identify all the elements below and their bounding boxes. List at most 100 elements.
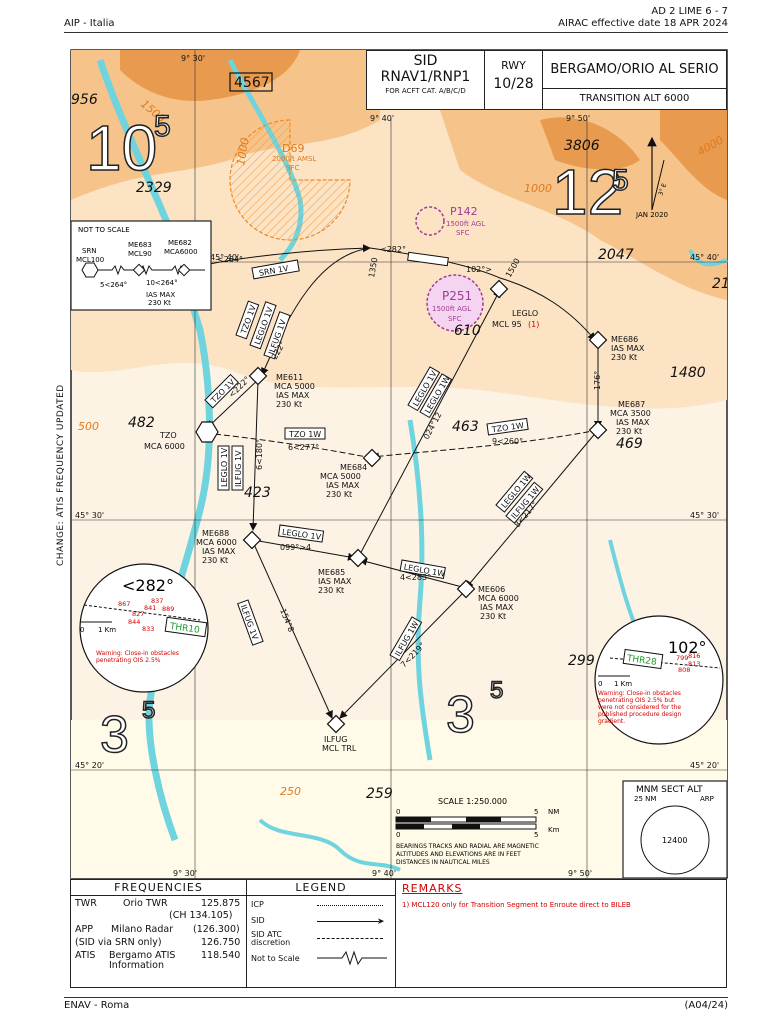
inset-right-warn4: published procedure design [598, 711, 682, 718]
scale-note3: DISTANCES IN NAUTICAL MILES [396, 859, 490, 866]
inset-left-bearing: <282° [122, 576, 174, 595]
mnm-arp: ARP [700, 795, 714, 803]
freq-ch: (CH 134.105) [169, 910, 233, 921]
title-rwy-cell: RWY 10/28 [485, 51, 543, 109]
grid-label-4530-l: 45° 30' [75, 511, 104, 520]
elev-956: 956 [71, 92, 98, 108]
label-me685: ME685 [318, 568, 345, 577]
leg-1350: 1350 [367, 257, 379, 279]
label-me686-iasv: 230 Kt [611, 353, 637, 362]
box-4567 [229, 72, 273, 92]
grid-label-4540-r: 45° 40' [690, 253, 719, 262]
grid-label-4540-l: 45° 40' [210, 253, 239, 262]
leg-277: 6<277° [288, 443, 319, 452]
title-rnav: RNAV1/RNP1 [380, 69, 471, 85]
wpt-me611 [248, 366, 268, 386]
msa-big-bl-sup: 5 [142, 697, 155, 724]
terrain-high-ne [540, 117, 640, 170]
legend-nts-symbol [317, 950, 387, 966]
wpt-me688 [242, 530, 262, 550]
title-rwy-label: RWY [501, 59, 526, 72]
label-me688: ME688 [202, 529, 229, 538]
freq-atis-freq: 118.540 [201, 950, 241, 961]
mnm-radius: 25 NM [634, 795, 656, 803]
label-p251-alt: 1500ft AGL [432, 305, 471, 313]
freq-twr-freq: 125.875 [201, 898, 241, 909]
terrain-high-e [660, 105, 727, 200]
nts-leg1: 5<264° [100, 281, 127, 289]
legend-icp-line [317, 905, 383, 906]
title-rwy: 10/28 [493, 76, 534, 92]
freq-atis-name: Bergamo ATIS [109, 950, 176, 961]
label-d69-alt: 2000ft AMSL [272, 155, 316, 163]
contour-1000b: 1000 [524, 182, 552, 195]
wpt-me684 [362, 448, 382, 468]
title-transition: TRANSITION ALT 6000 [579, 93, 690, 104]
footer-left: ENAV - Roma [64, 1000, 130, 1011]
label-me688-ias: IAS MAX [202, 547, 236, 556]
route-me611-tzo [206, 377, 261, 429]
label-ilfug-mcl: MCL TRL [322, 744, 357, 753]
obs-889: 889 [162, 605, 174, 613]
elev-2047: 2047 [598, 247, 634, 263]
terrain-plain-s [71, 720, 727, 878]
freq-srn-freq: 126.750 [201, 937, 241, 948]
footer-right: (A04/24) [684, 1000, 728, 1011]
msa-big-right: 12 [552, 156, 623, 228]
msa-big-right-sup: 5 [612, 164, 629, 197]
grid-label-940-top: 9° 40' [370, 114, 394, 123]
obs-813: 813 [688, 660, 700, 668]
legend-icp: ICP [251, 900, 264, 909]
frequencies-panel: FREQUENCIES TWR Orio TWR 125.875 (CH 134… [71, 880, 247, 987]
area-d69 [229, 119, 351, 241]
grid-label-950-bot: 9° 50' [568, 869, 592, 878]
msa-big-left: 10 [86, 112, 157, 184]
freq-app-freq: (126.300) [193, 924, 240, 935]
label-p142-sfc: SFC [456, 229, 469, 237]
label-me684-ias: IAS MAX [326, 481, 360, 490]
leg-099: 099°>4 [280, 543, 311, 552]
wpt-leglo [489, 279, 509, 299]
grid-label-950-top: 9° 50' [566, 114, 590, 123]
inset-right-bearing: 102° [668, 638, 707, 657]
obs-816: 816 [688, 652, 700, 660]
vor-tzo [195, 421, 219, 443]
scale-nm: NM [548, 808, 559, 816]
nts-inset: NOT TO SCALE SRN MCL100 ME683 MCL90 ME68… [70, 220, 212, 311]
legend-sid-atc: SID ATC [251, 930, 282, 939]
elev-610: 610 [454, 323, 481, 339]
grid-label-940-bot: 9° 40' [372, 869, 396, 878]
wpt-ilfug [326, 714, 346, 734]
elev-259: 259 [366, 786, 393, 802]
label-me606-mca: MCA 6000 [478, 594, 519, 603]
scale-bar: SCALE 1:250.000 0 5 NM 0 5 Km BEARINGS T… [395, 797, 560, 866]
north-var: 3° E [657, 182, 668, 196]
info-table: FREQUENCIES TWR Orio TWR 125.875 (CH 134… [70, 879, 727, 988]
inset-right-s0: 0 [598, 680, 602, 688]
header-right-top: AD 2 LIME 6 - 7 [651, 6, 728, 17]
route-me685-leglo [357, 289, 501, 559]
label-me611: ME611 [276, 373, 303, 382]
inset-left: <282° 867 837 841 889 827 844 833 THR10 … [79, 563, 209, 693]
freq-app-name: Milano Radar [111, 924, 174, 935]
nts-me683: ME683 [128, 241, 152, 249]
tag-ilfug1v-b: ILFUG 1V [234, 450, 243, 487]
leg-282: <282° [380, 245, 406, 254]
inset-right: 102° THR28 799 816 813 808 0 1 Km Warnin… [594, 615, 724, 745]
nts-ias: IAS MAX [146, 291, 175, 299]
obs-844: 844 [128, 618, 140, 626]
obs-808: 808 [678, 666, 690, 674]
scale-note1: BEARINGS TRACKS AND RADIAL ARE MAGNETIC [396, 843, 539, 850]
obs-837: 837 [151, 597, 163, 605]
route-me688-me685 [252, 539, 356, 561]
wpt-me685 [348, 548, 368, 568]
scale-n0: 0 [396, 808, 400, 816]
tag-leglo1v-c: LEGLO 1V [220, 447, 229, 487]
nts-ias-v: 230 Kt [148, 299, 171, 307]
freq-twr-name: Orio TWR [123, 898, 168, 909]
terrain-high-nw [120, 50, 300, 101]
route-me687-me606 [465, 429, 599, 589]
north-arrow: JAN 2020 3° E [635, 136, 668, 219]
river-south [258, 818, 401, 872]
